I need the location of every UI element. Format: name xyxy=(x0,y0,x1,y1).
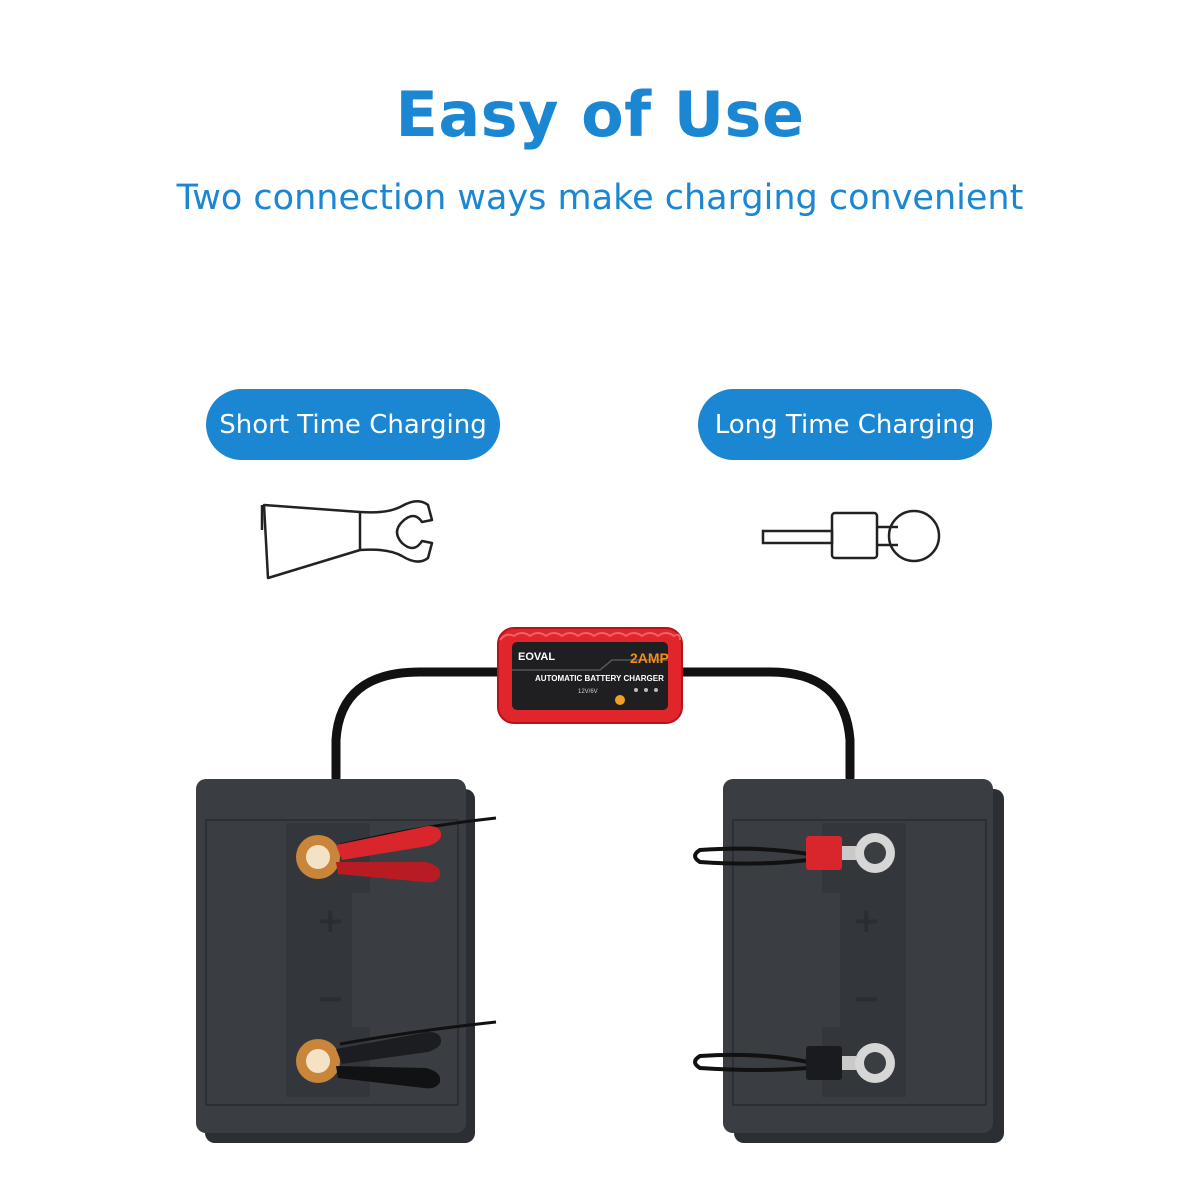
svg-text:+: + xyxy=(852,901,881,941)
positive-clamp xyxy=(296,816,497,883)
negative-clamp xyxy=(296,1020,497,1089)
positive-ring-terminal xyxy=(693,833,895,873)
long-time-charging-button[interactable]: Long Time Charging xyxy=(698,389,992,460)
charger-brand: EOVAL xyxy=(518,651,555,663)
svg-text:−: − xyxy=(316,979,345,1019)
page-subtitle: Two connection ways make charging conven… xyxy=(176,178,1024,218)
charger-cables xyxy=(331,667,855,783)
ring-terminal-icon xyxy=(761,509,941,563)
svg-text:−: − xyxy=(852,979,881,1019)
svg-text:+: + xyxy=(316,901,345,941)
short-time-charging-button[interactable]: Short Time Charging xyxy=(206,389,500,460)
right-battery: + − xyxy=(723,779,1004,1143)
battery-charger: EOVAL 2AMP AUTOMATIC BATTERY CHARGER 12V… xyxy=(497,627,683,724)
charger-voltage: 12V/6V xyxy=(578,689,598,695)
charger-label: AUTOMATIC BATTERY CHARGER xyxy=(535,674,664,683)
long-time-charging-label: Long Time Charging xyxy=(714,409,976,440)
page-title: Easy of Use xyxy=(395,78,805,151)
charger-rating: 2AMP xyxy=(630,650,669,666)
clamp-icon xyxy=(260,500,434,580)
short-time-charging-label: Short Time Charging xyxy=(219,409,487,440)
negative-ring-terminal xyxy=(693,1043,895,1083)
